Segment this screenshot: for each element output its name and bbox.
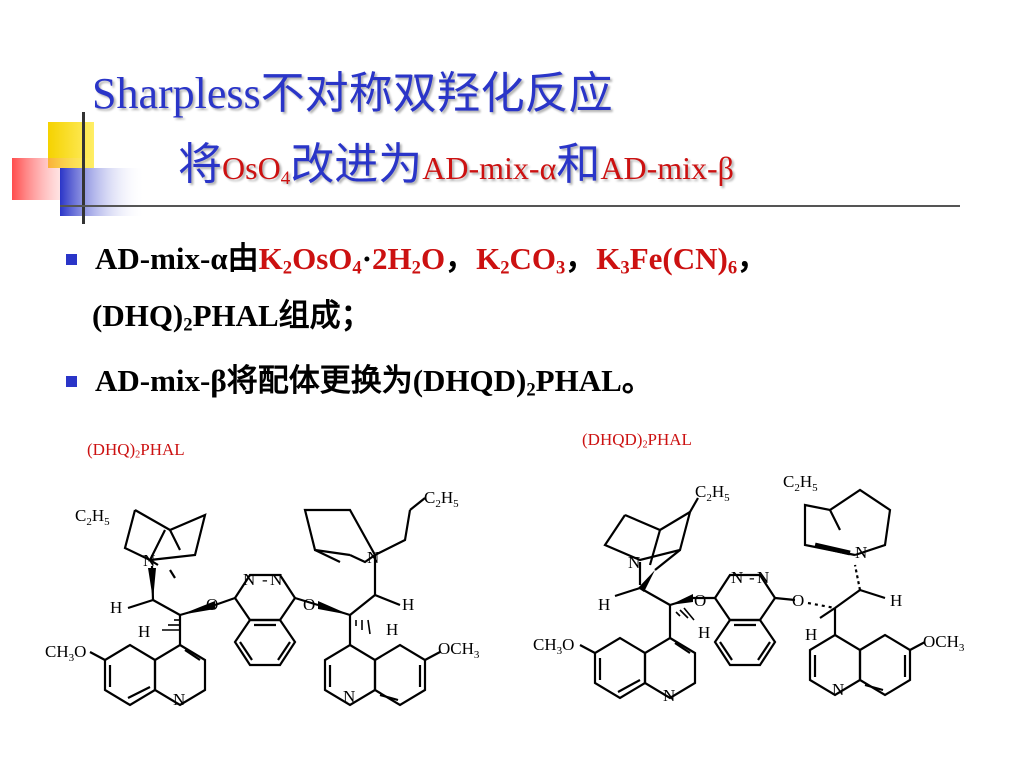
svg-text:C2H5: C2H5 <box>783 472 818 494</box>
svg-text:CH3O: CH3O <box>533 635 574 657</box>
slide-title-line-2: 将OsO4改进为AD-mix-α和AD-mix-β <box>178 140 734 189</box>
svg-text:N: N <box>270 570 282 589</box>
k2co3-formula: K2CO3 <box>476 241 566 279</box>
ad-mix-alpha: AD-mix-α <box>422 150 557 186</box>
svg-text:C2H5: C2H5 <box>424 488 459 510</box>
title-underline <box>60 205 960 207</box>
ad-mix-beta: AD-mix-β <box>600 150 734 186</box>
svg-text:N: N <box>173 690 185 709</box>
title-text: 改进为 <box>290 140 423 189</box>
svg-text:CH3O: CH3O <box>45 642 86 664</box>
separator: ， <box>445 241 477 276</box>
svg-text:N: N <box>143 551 155 570</box>
svg-text:H: H <box>890 591 902 610</box>
svg-text:H: H <box>698 623 710 642</box>
corner-decoration <box>12 112 145 224</box>
svg-text:OCH3: OCH3 <box>438 639 480 661</box>
bullet-lead: AD-mix-α由 <box>95 241 259 276</box>
separator: ， <box>565 241 597 276</box>
svg-text:N: N <box>663 686 675 705</box>
svg-text:H: H <box>386 620 398 639</box>
separator: ， <box>737 241 769 276</box>
svg-text:H: H <box>402 595 414 614</box>
dhqd-phal-structure: C2H5 N H H O N - N O H H N C2H5 CH3O N N… <box>533 472 965 705</box>
svg-text:-: - <box>749 568 755 587</box>
svg-text:N: N <box>855 543 867 562</box>
svg-text:N: N <box>367 548 379 567</box>
svg-text:N: N <box>243 570 255 589</box>
svg-text:N: N <box>628 553 640 572</box>
svg-text:O: O <box>303 595 315 614</box>
svg-text:N: N <box>832 680 844 699</box>
oso4-formula: OsO4 <box>222 150 291 189</box>
bullet-ad-mix-beta: AD-mix-β将配体更换为(DHQD)2PHAL。 <box>60 363 653 399</box>
oso-sub: 4 <box>280 167 291 189</box>
slide-title-line-1: Sharpless不对称双羟化反应 <box>92 69 613 118</box>
svg-text:O: O <box>792 591 804 610</box>
svg-text:H: H <box>598 595 610 614</box>
bullet-continuation: (DHQ)2PHAL组成； <box>92 298 372 336</box>
svg-text:H: H <box>138 622 150 641</box>
hydrate-dot: · <box>361 241 373 276</box>
water-formula: 2H2O <box>372 241 446 279</box>
svg-text:N: N <box>731 568 743 587</box>
bullet-sub: 2 <box>526 379 536 401</box>
oso-text: OsO <box>222 150 281 186</box>
title-text: 和 <box>556 140 601 189</box>
bullet-square-icon <box>66 254 77 266</box>
svg-text:H: H <box>110 598 122 617</box>
bullet-square-icon <box>66 376 77 388</box>
dhqd-phal-label: (DHQD)2PHAL <box>582 430 692 451</box>
svg-text:N: N <box>343 687 355 706</box>
k3fecn6-formula: K3Fe(CN)6 <box>596 241 738 279</box>
svg-text:C2H5: C2H5 <box>695 482 730 504</box>
svg-text:N: N <box>757 568 769 587</box>
dhq-phal-structure: C2H5 N H H O N - N O H H N C2H5 CH3O N N… <box>45 488 480 709</box>
svg-text:OCH3: OCH3 <box>923 632 965 654</box>
bullet-text: AD-mix-β将配体更换为(DHQD) <box>95 363 527 398</box>
dhq-phal-label: (DHQ)2PHAL <box>87 440 185 461</box>
k2oso4-formula: K2OsO4 <box>258 241 362 279</box>
svg-text:O: O <box>206 595 218 614</box>
title-text: 将 <box>178 140 222 189</box>
bullet-ad-mix-alpha: AD-mix-α由K2OsO4·2H2O，K2CO3，K3Fe(CN)6， (D… <box>60 241 769 334</box>
svg-text:H: H <box>805 625 817 644</box>
bullet-text: PHAL。 <box>535 363 653 398</box>
svg-text:-: - <box>262 570 268 589</box>
svg-text:C2H5: C2H5 <box>75 506 110 528</box>
svg-text:O: O <box>694 591 706 610</box>
